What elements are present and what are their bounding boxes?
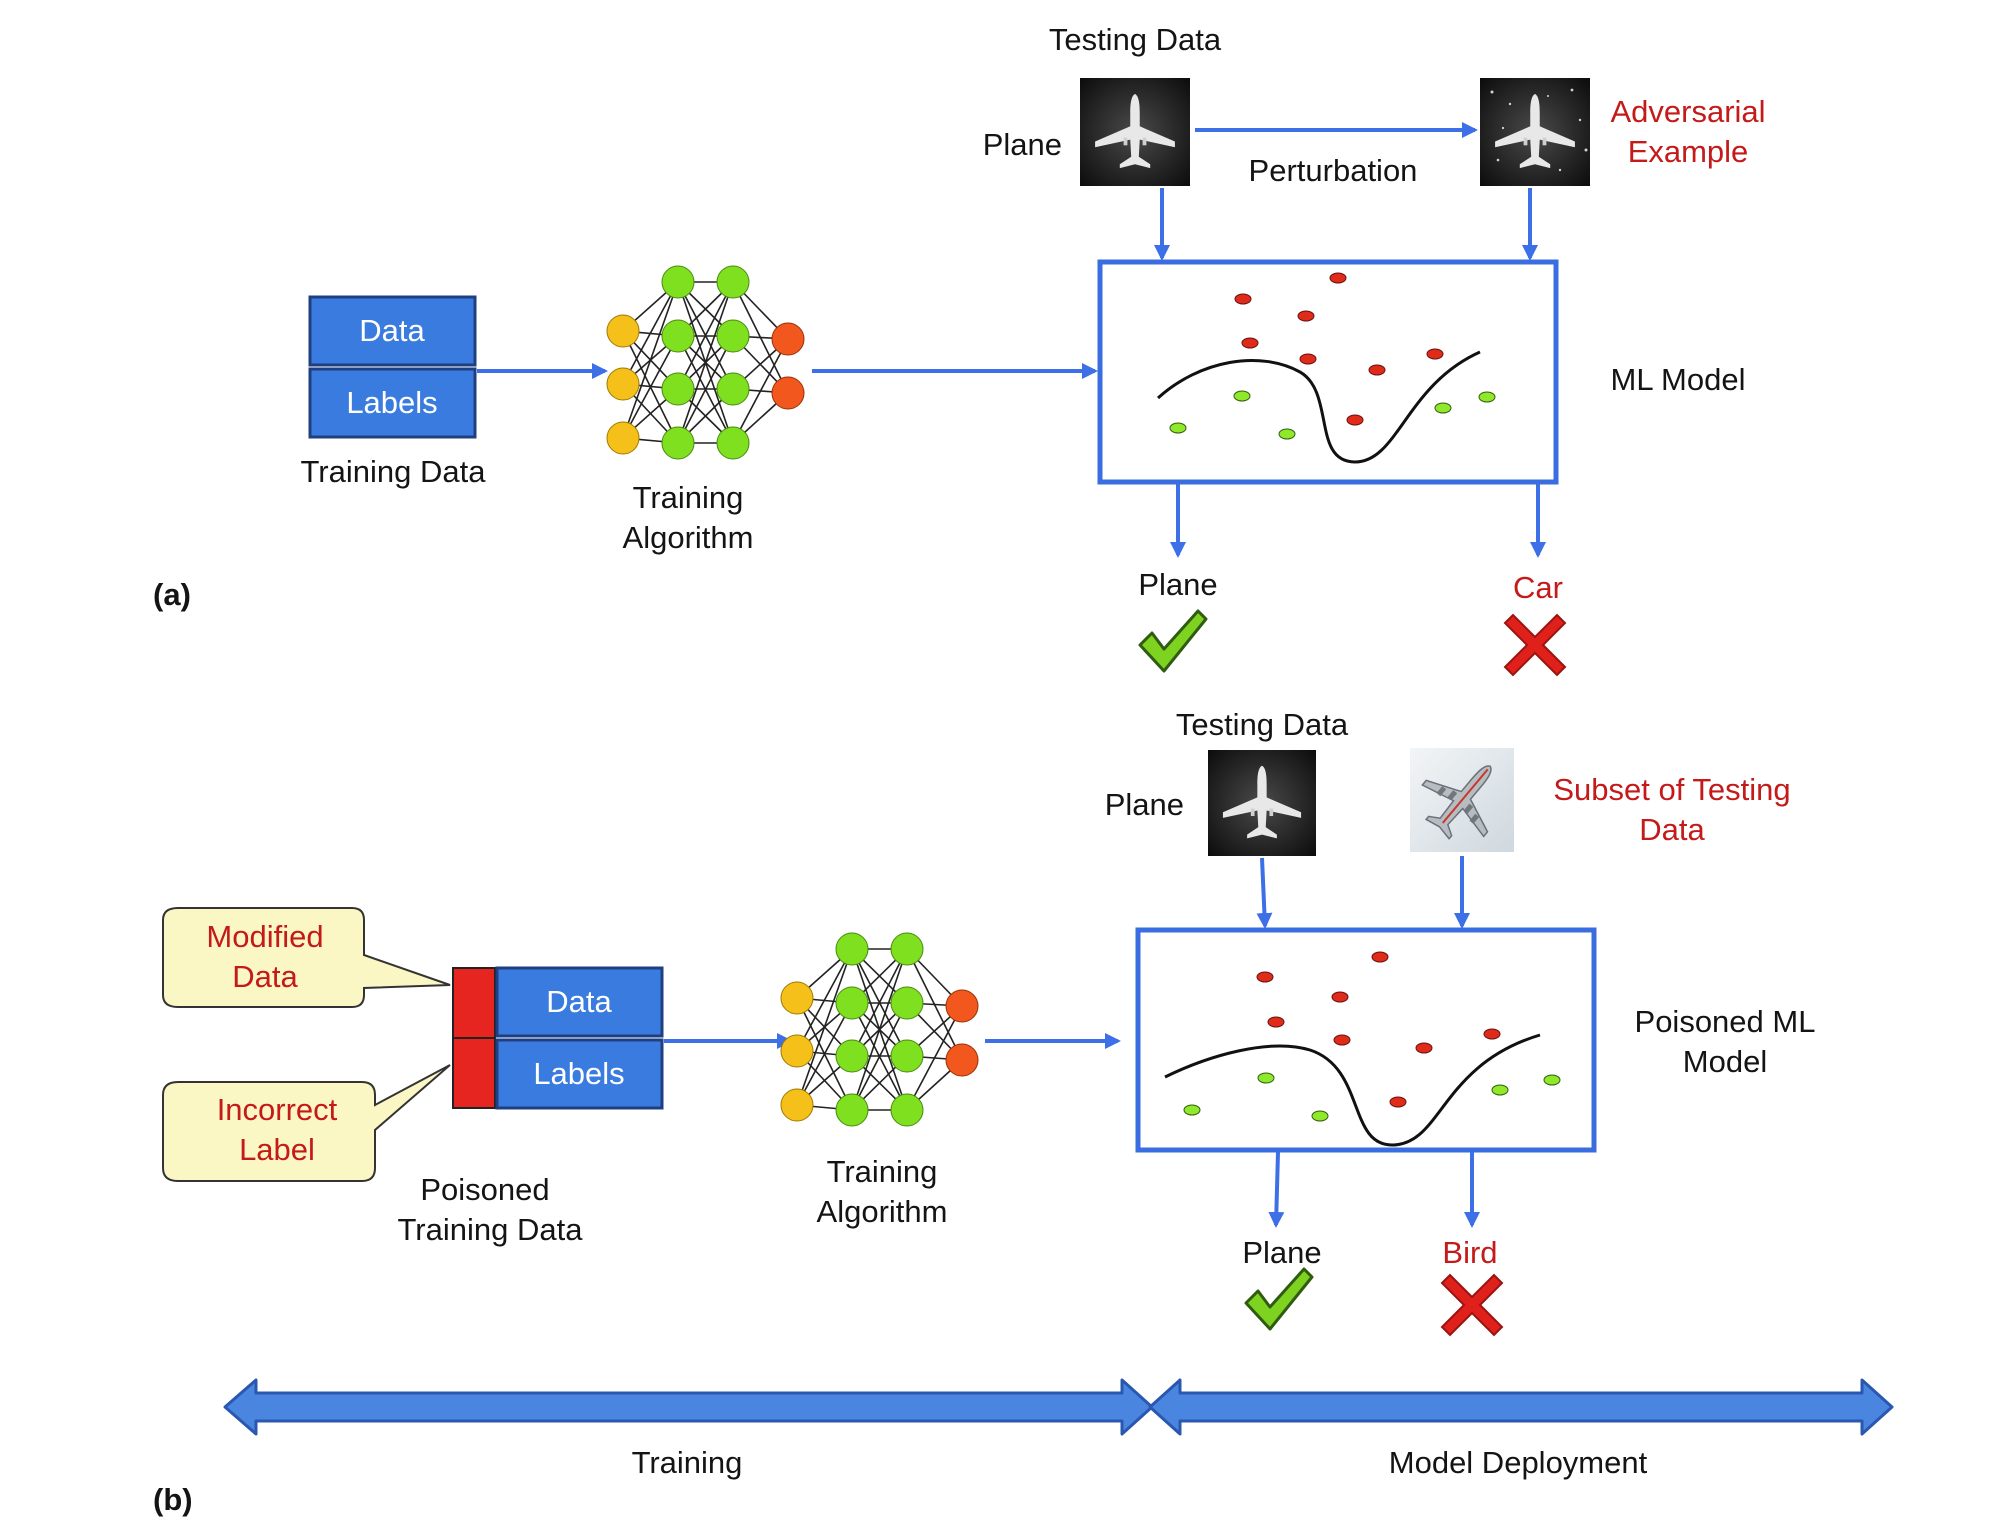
labels-box-label-a: Labels xyxy=(346,385,437,420)
network-node xyxy=(780,981,814,1015)
incorrect-callout-line1: Incorrect xyxy=(217,1092,338,1127)
output-correct-a: Plane xyxy=(1138,567,1217,602)
data-points-b xyxy=(1183,951,1561,1122)
adversarial-label-line2: Example xyxy=(1628,134,1749,169)
network-node xyxy=(835,932,869,966)
network-node xyxy=(890,986,924,1020)
airliner-image-icon xyxy=(1410,748,1514,852)
ml-model-label-b-line2: Model xyxy=(1683,1044,1767,1079)
network-node xyxy=(606,421,640,455)
network-node xyxy=(661,265,695,299)
neural-network-icon xyxy=(780,932,979,1127)
poison-marker-data xyxy=(452,967,496,1039)
testing-data-label-a: Testing Data xyxy=(1049,22,1222,57)
training-algorithm-a-line2: Algorithm xyxy=(623,520,754,555)
network-node xyxy=(835,986,869,1020)
noisy-plane-image-icon xyxy=(1480,78,1590,186)
data-points-a xyxy=(1169,272,1496,440)
timeline-training-arrow xyxy=(223,1378,1154,1436)
network-node xyxy=(716,372,750,406)
data-box-b xyxy=(495,966,664,1038)
data-box-label-b: Data xyxy=(546,984,612,1019)
network-node xyxy=(661,372,695,406)
network-node xyxy=(780,1088,814,1122)
ml-model-label-b-line1: Poisoned ML xyxy=(1635,1004,1816,1039)
data-box-label-a: Data xyxy=(359,313,425,348)
poisoned-training-line2: Training Data xyxy=(398,1212,584,1247)
testing-data-label-b: Testing Data xyxy=(1176,707,1349,742)
cross-icon xyxy=(1504,614,1566,676)
training-data-label-a: Training Data xyxy=(301,454,487,489)
checkmark-icon xyxy=(1244,1267,1314,1331)
ml-model-box-b xyxy=(1135,927,1597,1153)
adversarial-label-line1: Adversarial xyxy=(1610,94,1765,129)
ml-model-box-a xyxy=(1097,259,1559,485)
labels-box-b xyxy=(495,1038,664,1110)
panel-a-tag: (a) xyxy=(153,577,191,612)
plane-input-label-a: Plane xyxy=(983,127,1062,162)
network-node xyxy=(890,1039,924,1073)
network-node xyxy=(890,932,924,966)
output-wrong-a: Car xyxy=(1513,570,1563,605)
output-correct-b: Plane xyxy=(1242,1235,1321,1270)
modified-callout-line1: Modified xyxy=(206,919,323,954)
plane-input-label-b: Plane xyxy=(1105,787,1184,822)
network-node xyxy=(835,1039,869,1073)
network-node xyxy=(771,376,805,410)
data-box-a xyxy=(308,295,477,367)
subset-label-line2: Data xyxy=(1639,812,1705,847)
incorrect-label-callout xyxy=(162,1064,451,1182)
network-node xyxy=(835,1093,869,1127)
network-node xyxy=(606,314,640,348)
network-node xyxy=(661,426,695,460)
subset-label-line1: Subset of Testing xyxy=(1553,772,1790,807)
timeline-training-label: Training xyxy=(632,1445,743,1480)
poison-marker-labels xyxy=(452,1037,496,1109)
training-algorithm-a-line1: Training xyxy=(633,480,744,515)
training-algorithm-b-line1: Training xyxy=(827,1154,938,1189)
labels-box-label-b: Labels xyxy=(533,1056,624,1091)
network-node xyxy=(890,1093,924,1127)
perturbation-label: Perturbation xyxy=(1249,153,1418,188)
modified-callout-line2: Data xyxy=(232,959,298,994)
network-node xyxy=(945,989,979,1023)
timeline-deployment-arrow xyxy=(1148,1378,1894,1436)
labels-box-a xyxy=(308,367,477,439)
cross-icon xyxy=(1441,1274,1503,1336)
network-node xyxy=(945,1043,979,1077)
training-algorithm-b-line2: Algorithm xyxy=(817,1194,948,1229)
neural-network-icon xyxy=(606,265,805,460)
plane-image-icon xyxy=(1080,78,1190,186)
network-node xyxy=(716,265,750,299)
plane-image-icon xyxy=(1208,750,1316,856)
panel-b-tag: (b) xyxy=(153,1482,193,1517)
modified-data-callout xyxy=(162,907,451,1008)
network-node xyxy=(780,1034,814,1068)
network-node xyxy=(716,319,750,353)
network-node xyxy=(771,322,805,356)
network-node xyxy=(606,367,640,401)
ml-model-label-a: ML Model xyxy=(1611,362,1746,397)
poisoned-training-line1: Poisoned xyxy=(420,1172,549,1207)
network-node xyxy=(661,319,695,353)
network-node xyxy=(716,426,750,460)
checkmark-icon xyxy=(1138,609,1208,673)
output-wrong-b: Bird xyxy=(1442,1235,1497,1270)
timeline-deployment-label: Model Deployment xyxy=(1389,1445,1648,1480)
incorrect-callout-line2: Label xyxy=(239,1132,315,1167)
